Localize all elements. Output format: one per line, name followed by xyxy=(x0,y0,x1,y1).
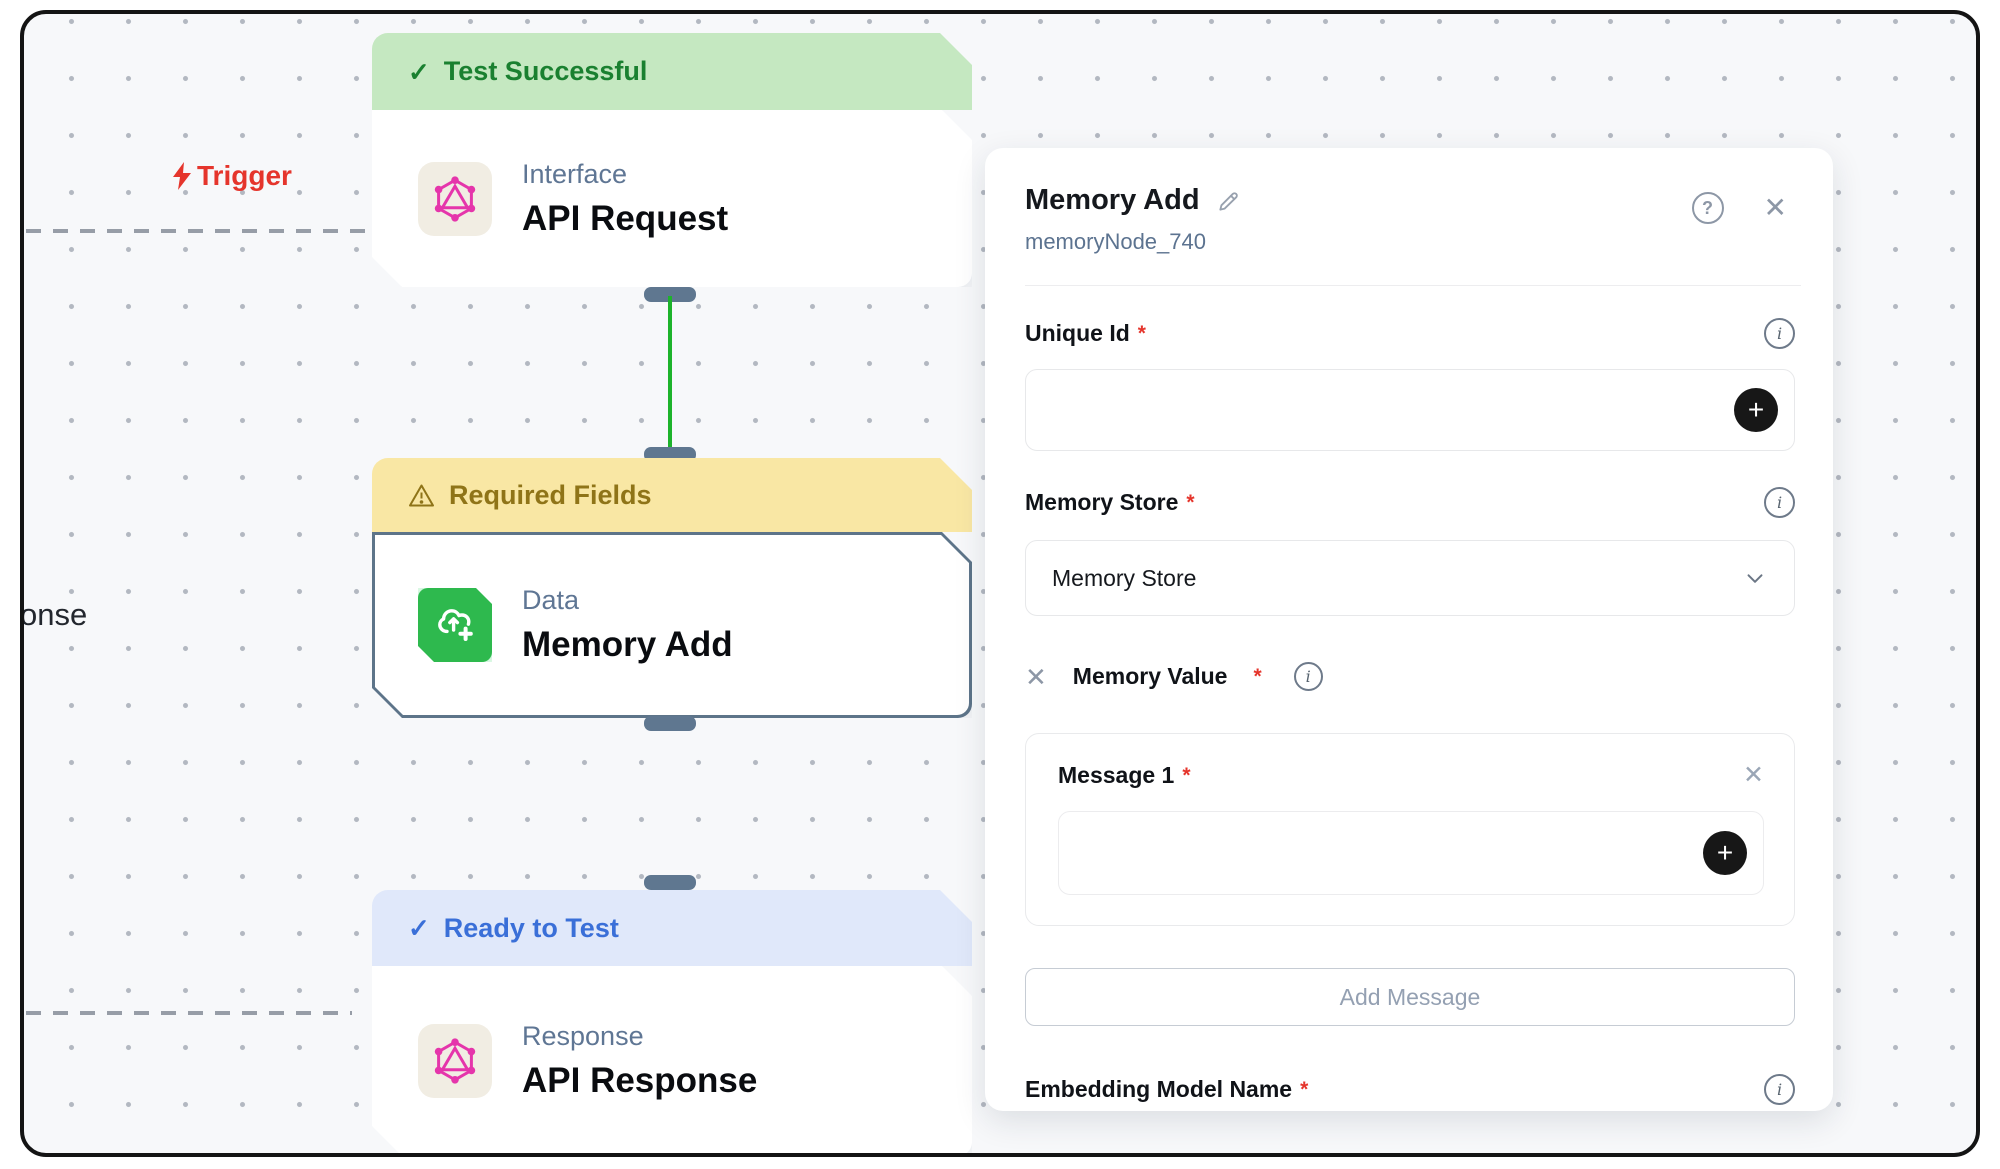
node-category: Response xyxy=(522,1021,644,1051)
required-asterisk: * xyxy=(1186,490,1195,514)
check-icon: ✓ xyxy=(408,913,430,943)
unique-id-input[interactable] xyxy=(1026,370,1794,450)
selected-node-border: Data Memory Add xyxy=(372,532,972,718)
trigger-dashed-edge xyxy=(26,229,372,233)
required-asterisk: * xyxy=(1253,664,1262,688)
clipped-node-title: onse xyxy=(20,597,88,632)
unique-id-label: Unique Id xyxy=(1025,320,1130,346)
connection-handle-source[interactable] xyxy=(644,287,696,302)
edit-pencil-icon[interactable] xyxy=(1216,188,1242,214)
node-status-text: Test Successful xyxy=(443,56,648,86)
flow-node-api-response[interactable]: ✓ Ready to Test Respon xyxy=(372,890,972,1156)
info-icon[interactable]: i xyxy=(1764,487,1795,518)
divider xyxy=(1025,285,1801,286)
add-message-button[interactable]: Add Message xyxy=(1025,968,1795,1026)
warning-icon xyxy=(408,483,435,508)
graphql-icon xyxy=(418,1024,492,1098)
dashed-edge xyxy=(26,1011,352,1015)
memory-store-select[interactable]: Memory Store xyxy=(1025,540,1795,616)
trigger-label: Trigger xyxy=(170,160,292,192)
node-id-subtitle: memoryNode_740 xyxy=(1025,229,1206,254)
message-label: Message 1 xyxy=(1058,762,1175,788)
node-title: Memory Add xyxy=(522,625,733,664)
info-icon[interactable]: i xyxy=(1764,318,1795,349)
info-icon[interactable]: i xyxy=(1764,1074,1795,1105)
close-panel-button[interactable]: ✕ xyxy=(1763,192,1787,223)
message-field: + xyxy=(1058,811,1764,895)
add-value-button[interactable]: + xyxy=(1703,831,1747,875)
node-title: API Response xyxy=(522,1061,758,1100)
node-config-panel: Memory Add memoryNode_740 ? ✕ Unique I xyxy=(985,148,1833,1111)
node-status-text: Ready to Test xyxy=(443,912,619,943)
node-category: Data xyxy=(522,585,580,615)
memory-store-label: Memory Store xyxy=(1025,489,1179,515)
node-title: API Request xyxy=(522,198,729,238)
trigger-text: Trigger xyxy=(197,160,292,191)
node-category: Interface xyxy=(522,158,628,189)
connection-handle-source[interactable] xyxy=(644,716,696,731)
required-asterisk: * xyxy=(1182,763,1191,787)
memory-value-label: Memory Value xyxy=(1072,663,1228,689)
message-card: Message 1 * ✕ + xyxy=(1025,733,1795,926)
node-status-banner-warning: Required Fields xyxy=(372,458,972,532)
required-asterisk: * xyxy=(1300,1077,1309,1101)
remove-memory-value-button[interactable]: ✕ xyxy=(1025,661,1047,692)
node-status-banner-ready: ✓ Ready to Test xyxy=(372,890,972,966)
memory-add-icon xyxy=(418,588,492,662)
memory-store-selected-value: Memory Store xyxy=(1052,564,1197,591)
edge-connector[interactable] xyxy=(668,296,672,452)
chevron-down-icon xyxy=(1747,574,1763,583)
flow-node-api-request[interactable]: ✓ Test Successful Inte xyxy=(372,33,972,287)
flow-node-memory-add[interactable]: Required Fields Data Memory Add xyxy=(372,458,972,718)
node-status-banner-success: ✓ Test Successful xyxy=(372,33,972,110)
lightning-bolt-icon xyxy=(173,162,191,190)
embedding-model-name-label: Embedding Model Name xyxy=(1025,1076,1293,1102)
remove-message-button[interactable]: ✕ xyxy=(1743,761,1764,789)
node-status-text: Required Fields xyxy=(449,479,652,510)
required-asterisk: * xyxy=(1137,321,1146,345)
info-icon[interactable]: i xyxy=(1293,662,1323,691)
add-value-button[interactable]: + xyxy=(1734,388,1778,432)
message-input[interactable] xyxy=(1059,812,1763,894)
graphql-icon xyxy=(418,162,492,236)
connection-handle-target[interactable] xyxy=(644,875,696,890)
panel-title: Memory Add xyxy=(1025,184,1200,216)
flow-canvas[interactable]: onse Trigger ✓ Test Successful xyxy=(24,14,1976,1153)
help-button[interactable]: ? xyxy=(1691,192,1724,224)
unique-id-field: + xyxy=(1025,369,1795,451)
workflow-editor-window: onse Trigger ✓ Test Successful xyxy=(20,10,1980,1157)
check-icon: ✓ xyxy=(408,56,430,87)
